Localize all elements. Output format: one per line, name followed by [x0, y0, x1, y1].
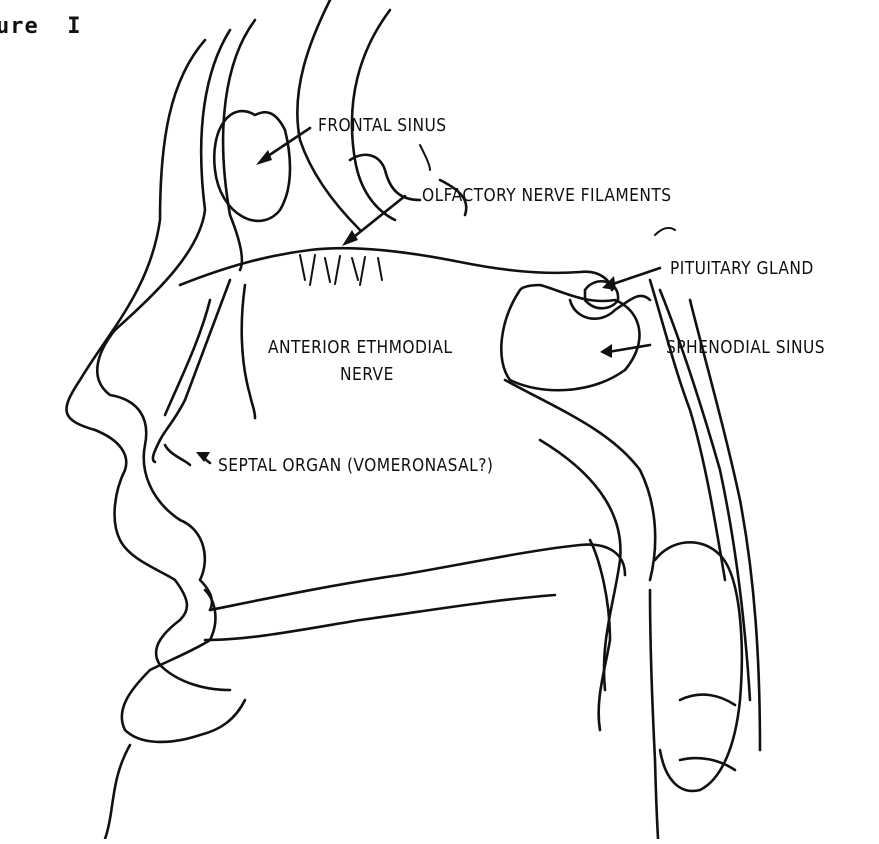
arrow-olfactory-head	[342, 230, 358, 246]
figure-title: ure I	[0, 14, 81, 39]
tick-frontal	[420, 145, 430, 170]
arrow-pituitary-line	[610, 268, 660, 285]
spinal-line	[650, 590, 658, 839]
label-frontal-sinus: FRONTAL SINUS	[318, 115, 447, 136]
posterior-wall	[505, 380, 655, 580]
label-pituitary-gland: PITUITARY GLAND	[670, 258, 814, 279]
tick-olfactory	[655, 228, 675, 235]
anterior-ethmoidal-nerve-1	[160, 280, 230, 440]
chin	[105, 745, 130, 839]
label-anterior-ethmoidal-line2: NERVE	[340, 364, 394, 385]
nose-profile-outline	[66, 40, 230, 690]
vertebra-outline	[655, 542, 742, 791]
nasopharynx-wall-1	[650, 280, 725, 580]
nasal-roof-line	[180, 248, 612, 290]
frontal-sinus-cavity	[214, 111, 290, 221]
arrow-sphenoidal-head	[600, 344, 612, 358]
hard-palate	[210, 545, 625, 610]
label-septal-organ: SEPTAL ORGAN (VOMERONASAL?)	[218, 455, 493, 476]
olfactory-filaments	[300, 255, 382, 285]
forehead-inner-line	[223, 20, 255, 270]
anterior-ethmoidal-nerve-2	[242, 285, 255, 418]
vertebra-inner	[680, 695, 735, 705]
arrow-frontal-sinus-head	[256, 150, 272, 165]
arrow-olfactory-line	[350, 196, 405, 240]
oral-roof	[205, 595, 555, 640]
label-anterior-ethmoidal-line1: ANTERIOR ETHMODIAL	[268, 337, 452, 358]
arrow-sphenoidal-line	[608, 345, 650, 352]
label-olfactory-nerve-filaments: OLFACTORY NERVE FILAMENTS	[422, 185, 672, 206]
septal-organ	[153, 440, 190, 465]
anterior-ethmoidal-nerve-3	[165, 300, 210, 415]
upper-lip	[150, 590, 215, 670]
nasal-cavity-outline	[97, 30, 230, 610]
label-sphenoidal-sinus: SPHENODIAL SINUS	[666, 337, 825, 358]
